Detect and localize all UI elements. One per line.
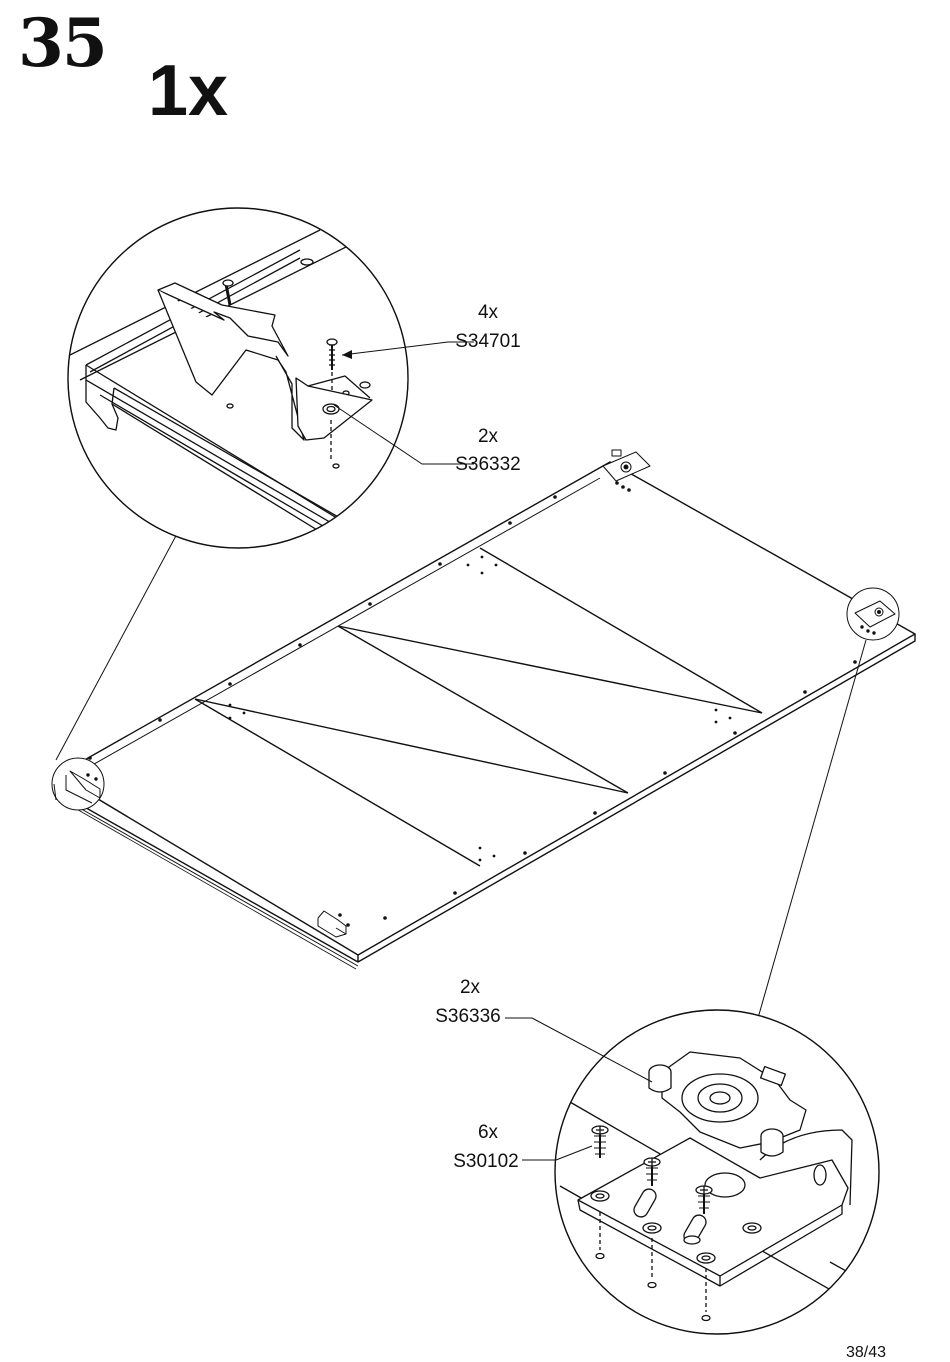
zoom-circle-bracket-small [52,758,104,810]
part-code-label: S36332 [448,454,528,476]
part-qty-label: 2x [458,426,518,448]
part-code-label: S30102 [446,1151,526,1173]
detail-bottom-hinge [555,1010,880,1334]
page-number: 38/43 [846,1344,886,1362]
part-code-label: S34701 [448,331,528,353]
part-code-label: S36336 [428,1006,508,1028]
part-qty-label: 4x [458,302,518,324]
zoom-circle-hinge-small [847,588,899,640]
detail-top-bracket [60,208,408,548]
part-qty-label: 6x [458,1122,518,1144]
part-qty-label: 2x [440,977,500,999]
